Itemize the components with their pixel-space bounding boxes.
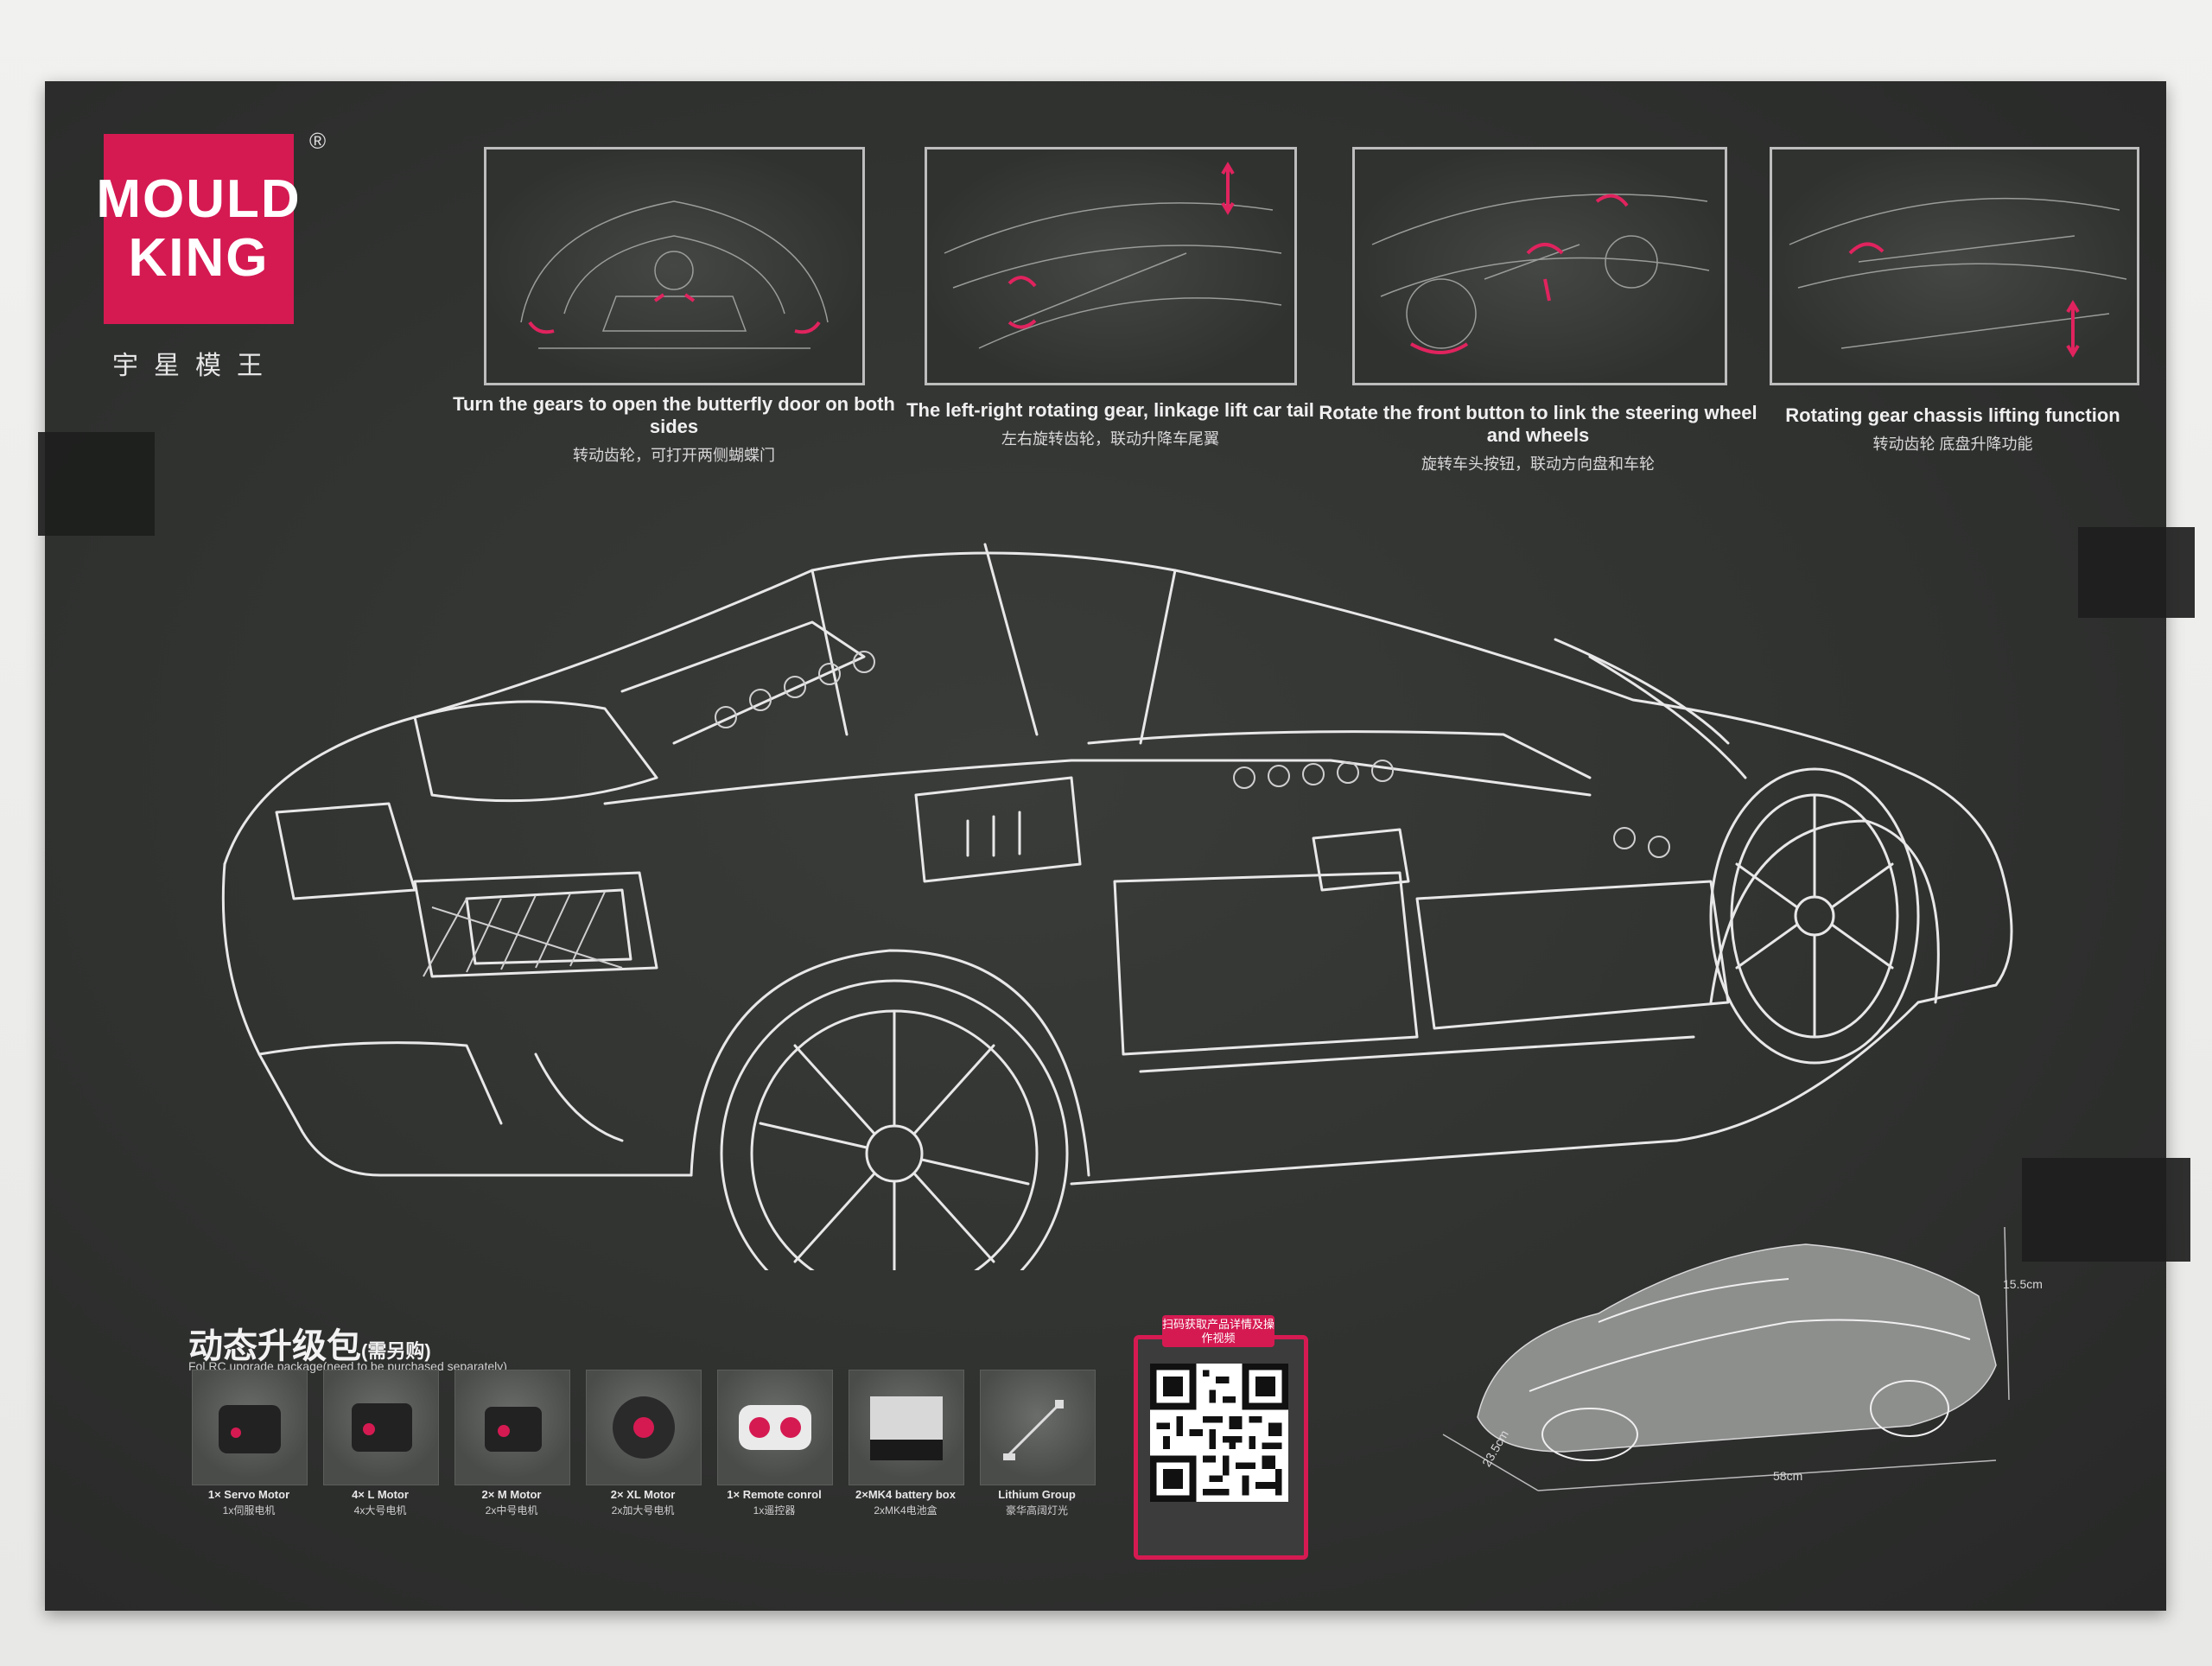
module-label: 1× Remote conrol 1x遥控器 [709, 1488, 839, 1517]
feature-caption-en: Rotating gear chassis lifting function [1785, 404, 2120, 426]
registered-mark: ® [309, 128, 327, 154]
module-label-cn: 2x加大号电机 [611, 1504, 675, 1517]
rc-package-title-note: (需另购) [361, 1340, 431, 1362]
xl-motor-icon [613, 1396, 675, 1459]
butterfly-door-sketch-icon [520, 200, 829, 349]
chassis-lift-sketch-icon [1789, 197, 2127, 358]
qr-code-frame: 扫码获取产品详情及操作视频 [1134, 1315, 1308, 1560]
rear-wing-sketch-icon [944, 162, 1282, 349]
brand-chinese-name: 宇星模王 [112, 352, 278, 380]
module-label-en: 2× M Motor [481, 1488, 542, 1501]
module-label: 2× M Motor 2x中号电机 [447, 1488, 576, 1517]
battery-box-icon [870, 1396, 943, 1460]
module-label: 4× L Motor 4x大号电机 [315, 1488, 445, 1517]
servo-motor-icon [219, 1405, 281, 1453]
module-label-en: 4× L Motor [352, 1488, 409, 1501]
feature-caption-en: Rotate the front button to link the stee… [1319, 402, 1758, 446]
brand-logo: MOULD KING [96, 134, 300, 324]
module-label-cn: 2xMK4电池盒 [874, 1504, 938, 1517]
tape-strip-right-top [2078, 527, 2195, 618]
remote-control-icon [739, 1405, 811, 1450]
feature-caption-1: Turn the gears to open the butterfly doo… [449, 393, 899, 466]
module-label: 1× Servo Motor 1x伺服电机 [184, 1488, 314, 1517]
module-l-motor [323, 1370, 439, 1485]
module-servo-motor [192, 1370, 308, 1485]
module-label-en: 1× Remote conrol [727, 1488, 822, 1501]
rc-package-title-main: 动态升级包 [188, 1327, 361, 1365]
module-label-en: 2×MK4 battery box [855, 1488, 956, 1501]
lithium-light-icon [1003, 1400, 1064, 1460]
qr-code-tag: 扫码获取产品详情及操作视频 [1162, 1315, 1274, 1348]
module-xl-motor [586, 1370, 702, 1485]
module-label: 2× XL Motor 2x加大号电机 [578, 1488, 708, 1517]
l-motor-icon [352, 1403, 412, 1452]
module-label-cn: 1x遥控器 [753, 1504, 796, 1517]
module-label-cn: 豪华高阔灯光 [1005, 1504, 1068, 1517]
module-label-cn: 4x大号电机 [353, 1504, 407, 1517]
m-motor-icon [485, 1407, 542, 1452]
module-label-en: Lithium Group [998, 1488, 1076, 1501]
module-label-en: 1× Servo Motor [207, 1488, 290, 1501]
feature-caption-cn: 转动齿轮，可打开两侧蝴蝶门 [573, 447, 775, 464]
module-remote-control [717, 1370, 833, 1485]
logo-line2: KING [128, 228, 270, 288]
module-m-motor [454, 1370, 570, 1485]
tape-strip-left [38, 432, 155, 536]
supercar-line-drawing-icon [221, 543, 2013, 1270]
feature-panel-butterfly-door [484, 147, 865, 385]
module-battery-box [849, 1370, 964, 1485]
feature-caption-cn: 左右旋转齿轮，联动升降车尾翼 [1001, 430, 1219, 448]
feature-panel-rear-wing [925, 147, 1297, 385]
feature-caption-cn: 转动齿轮 底盘升降功能 [1872, 436, 2033, 453]
module-label: Lithium Group 豪华高阔灯光 [972, 1488, 1102, 1517]
module-label-en: 2× XL Motor [610, 1488, 676, 1501]
module-lithium-group [980, 1370, 1096, 1485]
feature-caption-cn: 旋转车头按钮，联动方向盘和车轮 [1421, 455, 1655, 473]
feature-panel-steering [1352, 147, 1727, 385]
feature-panel-chassis-lift [1770, 147, 2139, 385]
feature-caption-en: Turn the gears to open the butterfly doo… [453, 393, 895, 437]
module-label-cn: 2x中号电机 [485, 1504, 538, 1517]
dimension-height: 15.5cm [2003, 1277, 2043, 1291]
feature-caption-4: Rotating gear chassis lifting function 转… [1737, 404, 2169, 455]
steering-sketch-icon [1371, 194, 1710, 354]
module-label: 2×MK4 battery box 2xMK4电池盒 [841, 1488, 970, 1517]
dimension-length: 58cm [1773, 1469, 1803, 1483]
feature-caption-2: The left-right rotating gear, linkage li… [890, 399, 1331, 449]
feature-caption-3: Rotate the front button to link the stee… [1305, 402, 1771, 474]
rc-package-title: 动态升级包(需另购) [188, 1318, 431, 1368]
module-label-cn: 1x伺服电机 [222, 1504, 276, 1517]
assembled-car-photo-icon [1442, 1226, 2010, 1491]
tape-strip-right-bottom [2022, 1158, 2190, 1262]
feature-caption-en: The left-right rotating gear, linkage li… [906, 399, 1314, 421]
logo-line1: MOULD [96, 169, 302, 229]
qr-code-icon[interactable] [1150, 1364, 1288, 1502]
